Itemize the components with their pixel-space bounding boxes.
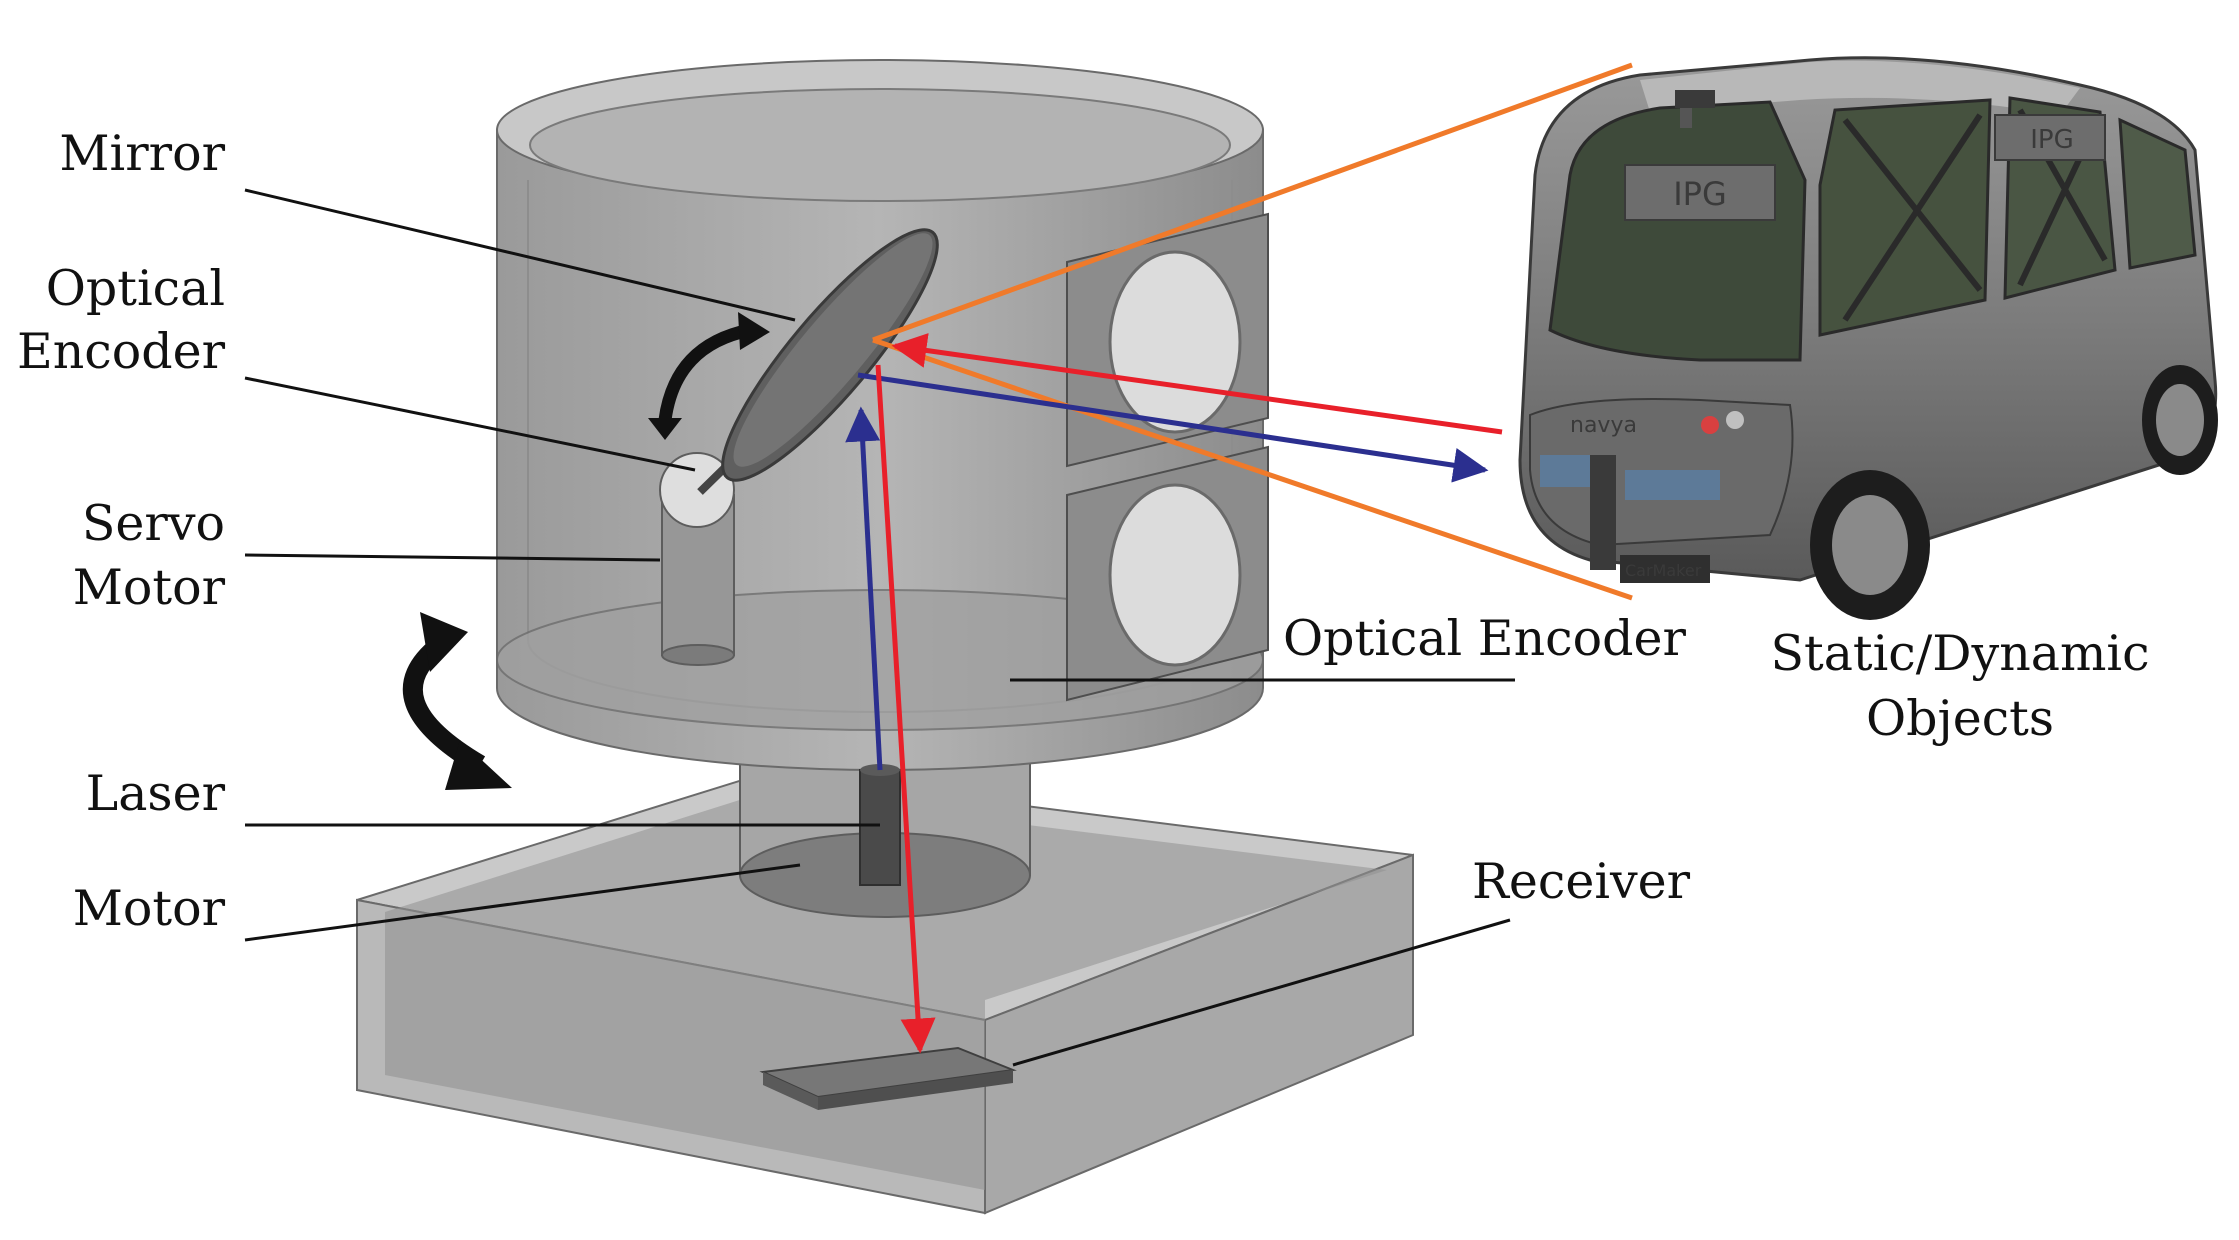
label-objects-line2: Objects: [1866, 690, 2054, 747]
label-optical-encoder-bottom: Optical Encoder: [1283, 610, 1686, 667]
field-of-view-lines: [872, 62, 1633, 601]
returned-beam: [845, 372, 1489, 771]
label-objects-line1: Static/Dynamic: [1770, 625, 2149, 682]
autonomous-shuttle: IPG IPG navya CarMaker: [1518, 56, 2218, 620]
curved-double-arrow-icon: [402, 612, 512, 790]
labels: Mirror Optical Encoder Servo Motor Laser…: [17, 125, 2150, 937]
leader-lines: [244, 188, 1515, 1067]
base-box: [356, 771, 1414, 1215]
mirror-rotation-arrow: [648, 312, 770, 440]
label-optical-encoder-line1: Optical: [46, 260, 225, 317]
windshield-logo-text: IPG: [1673, 175, 1727, 213]
label-motor: Motor: [73, 880, 226, 937]
label-receiver: Receiver: [1472, 853, 1691, 910]
label-mirror: Mirror: [59, 125, 225, 182]
label-laser: Laser: [86, 765, 226, 822]
mirror: [697, 228, 939, 495]
label-optical-encoder-line2: Encoder: [17, 323, 226, 380]
housing-windows: [1066, 212, 1269, 702]
side-logo-text: IPG: [2030, 125, 2074, 155]
emitted-beam: [875, 333, 1503, 1054]
receiver: [759, 1046, 1017, 1110]
servo-motor: [659, 452, 735, 666]
label-servo-line1: Servo: [82, 495, 225, 552]
brand-text: navya: [1570, 413, 1637, 438]
label-servo-line2: Motor: [73, 559, 226, 616]
carmaker-badge: CarMaker: [1625, 561, 1702, 580]
